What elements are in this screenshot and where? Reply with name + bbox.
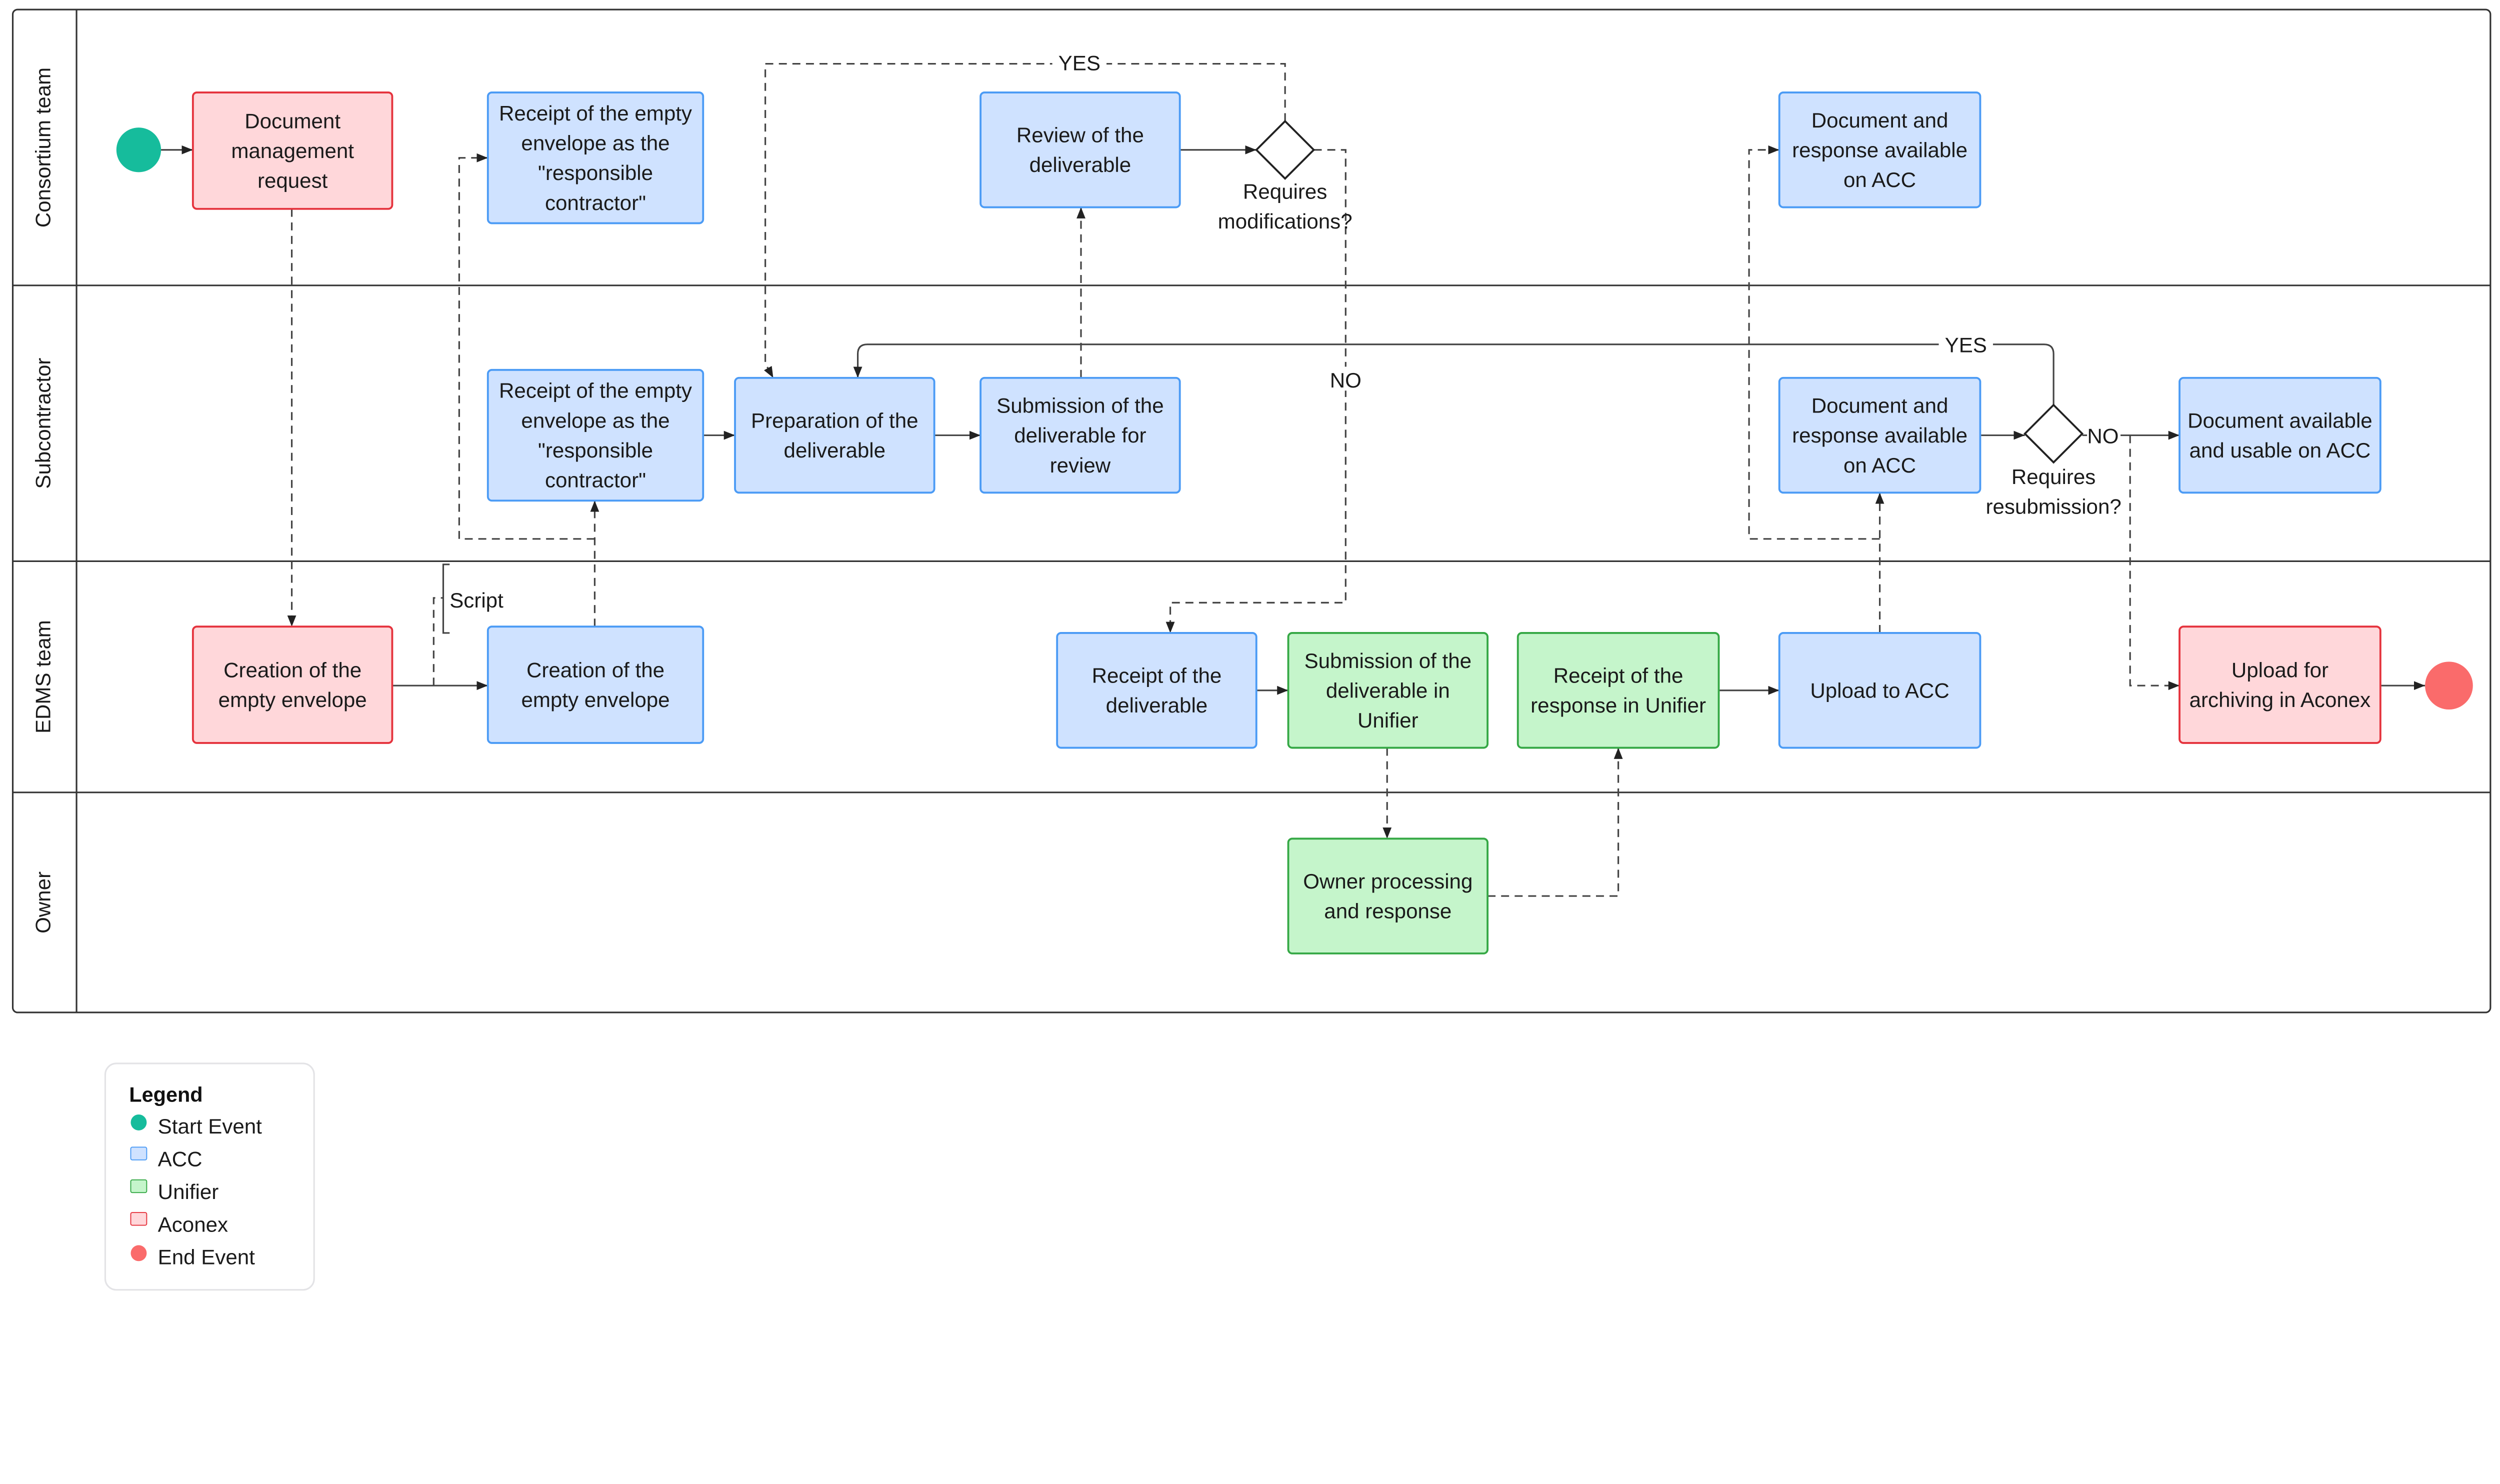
label-yes-resubmit: YES — [1945, 334, 1987, 357]
task-upload-acc[interactable]: Upload to ACC — [1778, 632, 1982, 749]
label-no-resubmit: NO — [2087, 424, 2118, 448]
pool — [12, 8, 2492, 1014]
legend-label: Start Event — [158, 1114, 262, 1138]
script-annotation-link — [432, 597, 444, 686]
legend-label: End Event — [158, 1246, 255, 1269]
legend-item-acc: ACC — [130, 1146, 202, 1171]
legend-label: ACC — [158, 1148, 202, 1171]
edge-gateway-no — [1166, 149, 1346, 633]
end-swatch-icon — [130, 1245, 147, 1262]
edge-resubmission-yes — [853, 344, 2054, 405]
legend-item-end: End Event — [130, 1245, 255, 1269]
end-event[interactable] — [2425, 662, 2473, 710]
edge-creation-to-receipt-consortium — [458, 153, 595, 540]
label-no: NO — [1330, 368, 1362, 392]
connectors — [161, 62, 2426, 897]
task-label: Upload to ACC — [1810, 678, 1949, 702]
label-yes: YES — [1058, 51, 1100, 74]
legend-item-unifier: Unifier — [130, 1179, 219, 1204]
lane-label: Consortium team — [31, 68, 54, 228]
script-annotation-bracket — [442, 564, 450, 634]
label-script: Script — [450, 588, 504, 612]
acc-swatch-icon — [130, 1146, 148, 1160]
edge-to-archiving — [2129, 435, 2180, 690]
start-event[interactable] — [116, 128, 162, 172]
legend-label: Unifier — [158, 1180, 219, 1204]
legend-item-aconex: Aconex — [130, 1212, 228, 1236]
lane-label: EDMS team — [31, 620, 54, 734]
edge-labels: YES NO YES NO Script — [450, 51, 2118, 612]
unifier-swatch-icon — [130, 1179, 148, 1194]
legend-title: Legend — [129, 1082, 202, 1106]
legend-item-start: Start Event — [130, 1114, 262, 1138]
edge-owner-to-response — [1488, 748, 1623, 897]
legend-label: Aconex — [158, 1212, 228, 1236]
lane-label: Subcontractor — [31, 358, 54, 489]
lane-label: Owner — [31, 872, 54, 934]
start-swatch-icon — [130, 1114, 147, 1130]
aconex-swatch-icon — [130, 1212, 148, 1226]
